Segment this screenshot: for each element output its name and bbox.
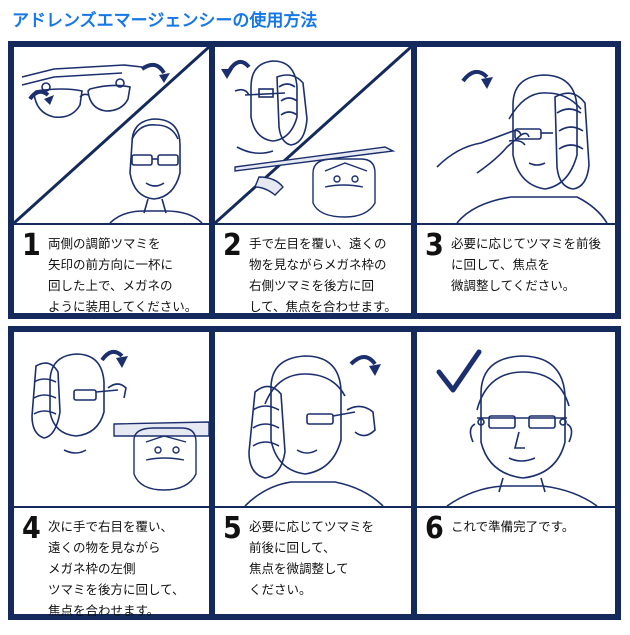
step-3-number: 3 [425, 228, 444, 263]
step-2-caption: 2 手で左目を覆い、遠くの 物を見ながらメガネ枠の 右側ツマミを後方に回 して、… [215, 225, 411, 314]
step-1-number: 1 [22, 228, 41, 263]
step-4-number: 4 [22, 511, 41, 546]
steps-board-top: 1 両側の調節ツマミを 矢印の前方向に一杯に 回した上で、メガネの ように装用し… [8, 41, 621, 319]
step-5-caption: 5 必要に応じてツマミを 前後に回して、 焦点を微調整して ください。 [215, 508, 411, 614]
step-4-illustration [14, 332, 209, 506]
step-2-number: 2 [223, 228, 242, 263]
step-6-caption: 6 これで準備完了です。 [417, 508, 615, 614]
step-4-text: 次に手で右目を覆い、 遠くの物を見ながら メガネ枠の左側 ツマミを後方に回して、… [48, 519, 185, 618]
steps-board-bottom: 4 次に手で右目を覆い、 遠くの物を見ながら メガネ枠の左側 ツマミを後方に回し… [8, 326, 621, 620]
checkmark-icon [436, 349, 482, 393]
step-5-number: 5 [223, 511, 242, 546]
step-1-caption: 1 両側の調節ツマミを 矢印の前方向に一杯に 回した上で、メガネの ように装用し… [14, 225, 209, 314]
step-2-text: 手で左目を覆い、遠くの 物を見ながらメガネ枠の 右側ツマミを後方に回 して、焦点… [249, 236, 397, 314]
step-1-illustration [14, 47, 209, 223]
step-3-caption: 3 必要に応じてツマミを前後 に回して、焦点を 微調整してください。 [417, 225, 615, 313]
step-5-illustration [215, 332, 411, 506]
step-5-text: 必要に応じてツマミを 前後に回して、 焦点を微調整して ください。 [249, 519, 375, 597]
step-6-number: 6 [425, 511, 444, 546]
step-2-illustration [215, 47, 411, 223]
step-6-illustration [417, 332, 615, 506]
step-1-text: 両側の調節ツマミを 矢印の前方向に一杯に 回した上で、メガネの ように装用してく… [48, 236, 198, 314]
page-title: アドレンズエマージェンシーの使用方法 [12, 11, 318, 31]
step-3-text: 必要に応じてツマミを前後 に回して、焦点を 微調整してください。 [451, 236, 602, 293]
step-4-caption: 4 次に手で右目を覆い、 遠くの物を見ながら メガネ枠の左側 ツマミを後方に回し… [14, 508, 209, 618]
step-3-illustration [417, 47, 615, 223]
step-6-text: これで準備完了です。 [451, 519, 575, 534]
